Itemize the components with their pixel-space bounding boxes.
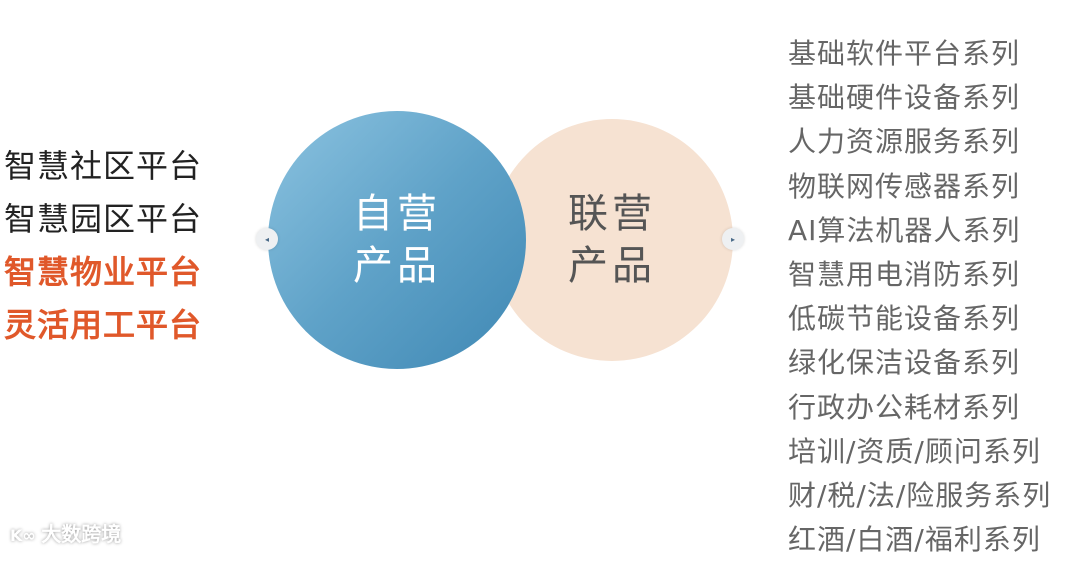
prev-button[interactable]: ◂ xyxy=(256,228,278,250)
self-operated-line1: 自营 xyxy=(353,191,441,237)
series-item: 基础硬件设备系列 xyxy=(788,81,1021,115)
platform-list: 智慧社区平台 智慧园区平台 智慧物业平台 灵活用工平台 xyxy=(4,140,202,352)
series-item: 基础软件平台系列 xyxy=(788,37,1021,70)
series-item: 人力资源服务系列 xyxy=(788,125,1021,159)
series-item: 红酒/白酒/福利系列 xyxy=(788,523,1041,557)
arrow-right-icon: ▸ xyxy=(730,234,735,244)
series-item: 智慧用电消防系列 xyxy=(788,257,1021,291)
watermark-text: 大数跨境 xyxy=(41,522,122,546)
series-item: 绿化保洁设备系列 xyxy=(788,346,1021,380)
platform-item-highlighted: 灵活用工平台 xyxy=(4,306,203,344)
series-item: 低碳节能设备系列 xyxy=(788,302,1021,336)
watermark-logo: K∞ 大数跨境 xyxy=(10,518,121,547)
joint-operated-circle: 联营产品 xyxy=(491,119,733,361)
platform-item: 智慧园区平台 xyxy=(4,200,203,238)
series-item: AI算法机器人系列 xyxy=(788,213,1021,247)
series-item: 财/税/法/险服务系列 xyxy=(788,478,1052,512)
self-operated-circle: 自营产品 xyxy=(268,111,526,369)
platform-item-highlighted: 智慧物业平台 xyxy=(4,253,203,291)
series-item: 培训/资质/顾问系列 xyxy=(788,434,1041,468)
series-list: 基础软件平台系列 基础硬件设备系列 人力资源服务系列 物联网传感器系列 AI算法… xyxy=(788,32,1051,562)
self-operated-line2: 产品 xyxy=(353,243,441,289)
logo-icon: K∞ xyxy=(10,526,42,545)
joint-operated-line2: 产品 xyxy=(568,243,656,289)
platform-item: 智慧社区平台 xyxy=(4,147,203,185)
series-item: 行政办公耗材系列 xyxy=(788,390,1021,424)
series-item: 物联网传感器系列 xyxy=(788,169,1021,203)
arrow-left-icon: ◂ xyxy=(264,234,269,244)
next-button[interactable]: ▸ xyxy=(722,228,744,250)
joint-operated-line1: 联营 xyxy=(568,191,656,237)
